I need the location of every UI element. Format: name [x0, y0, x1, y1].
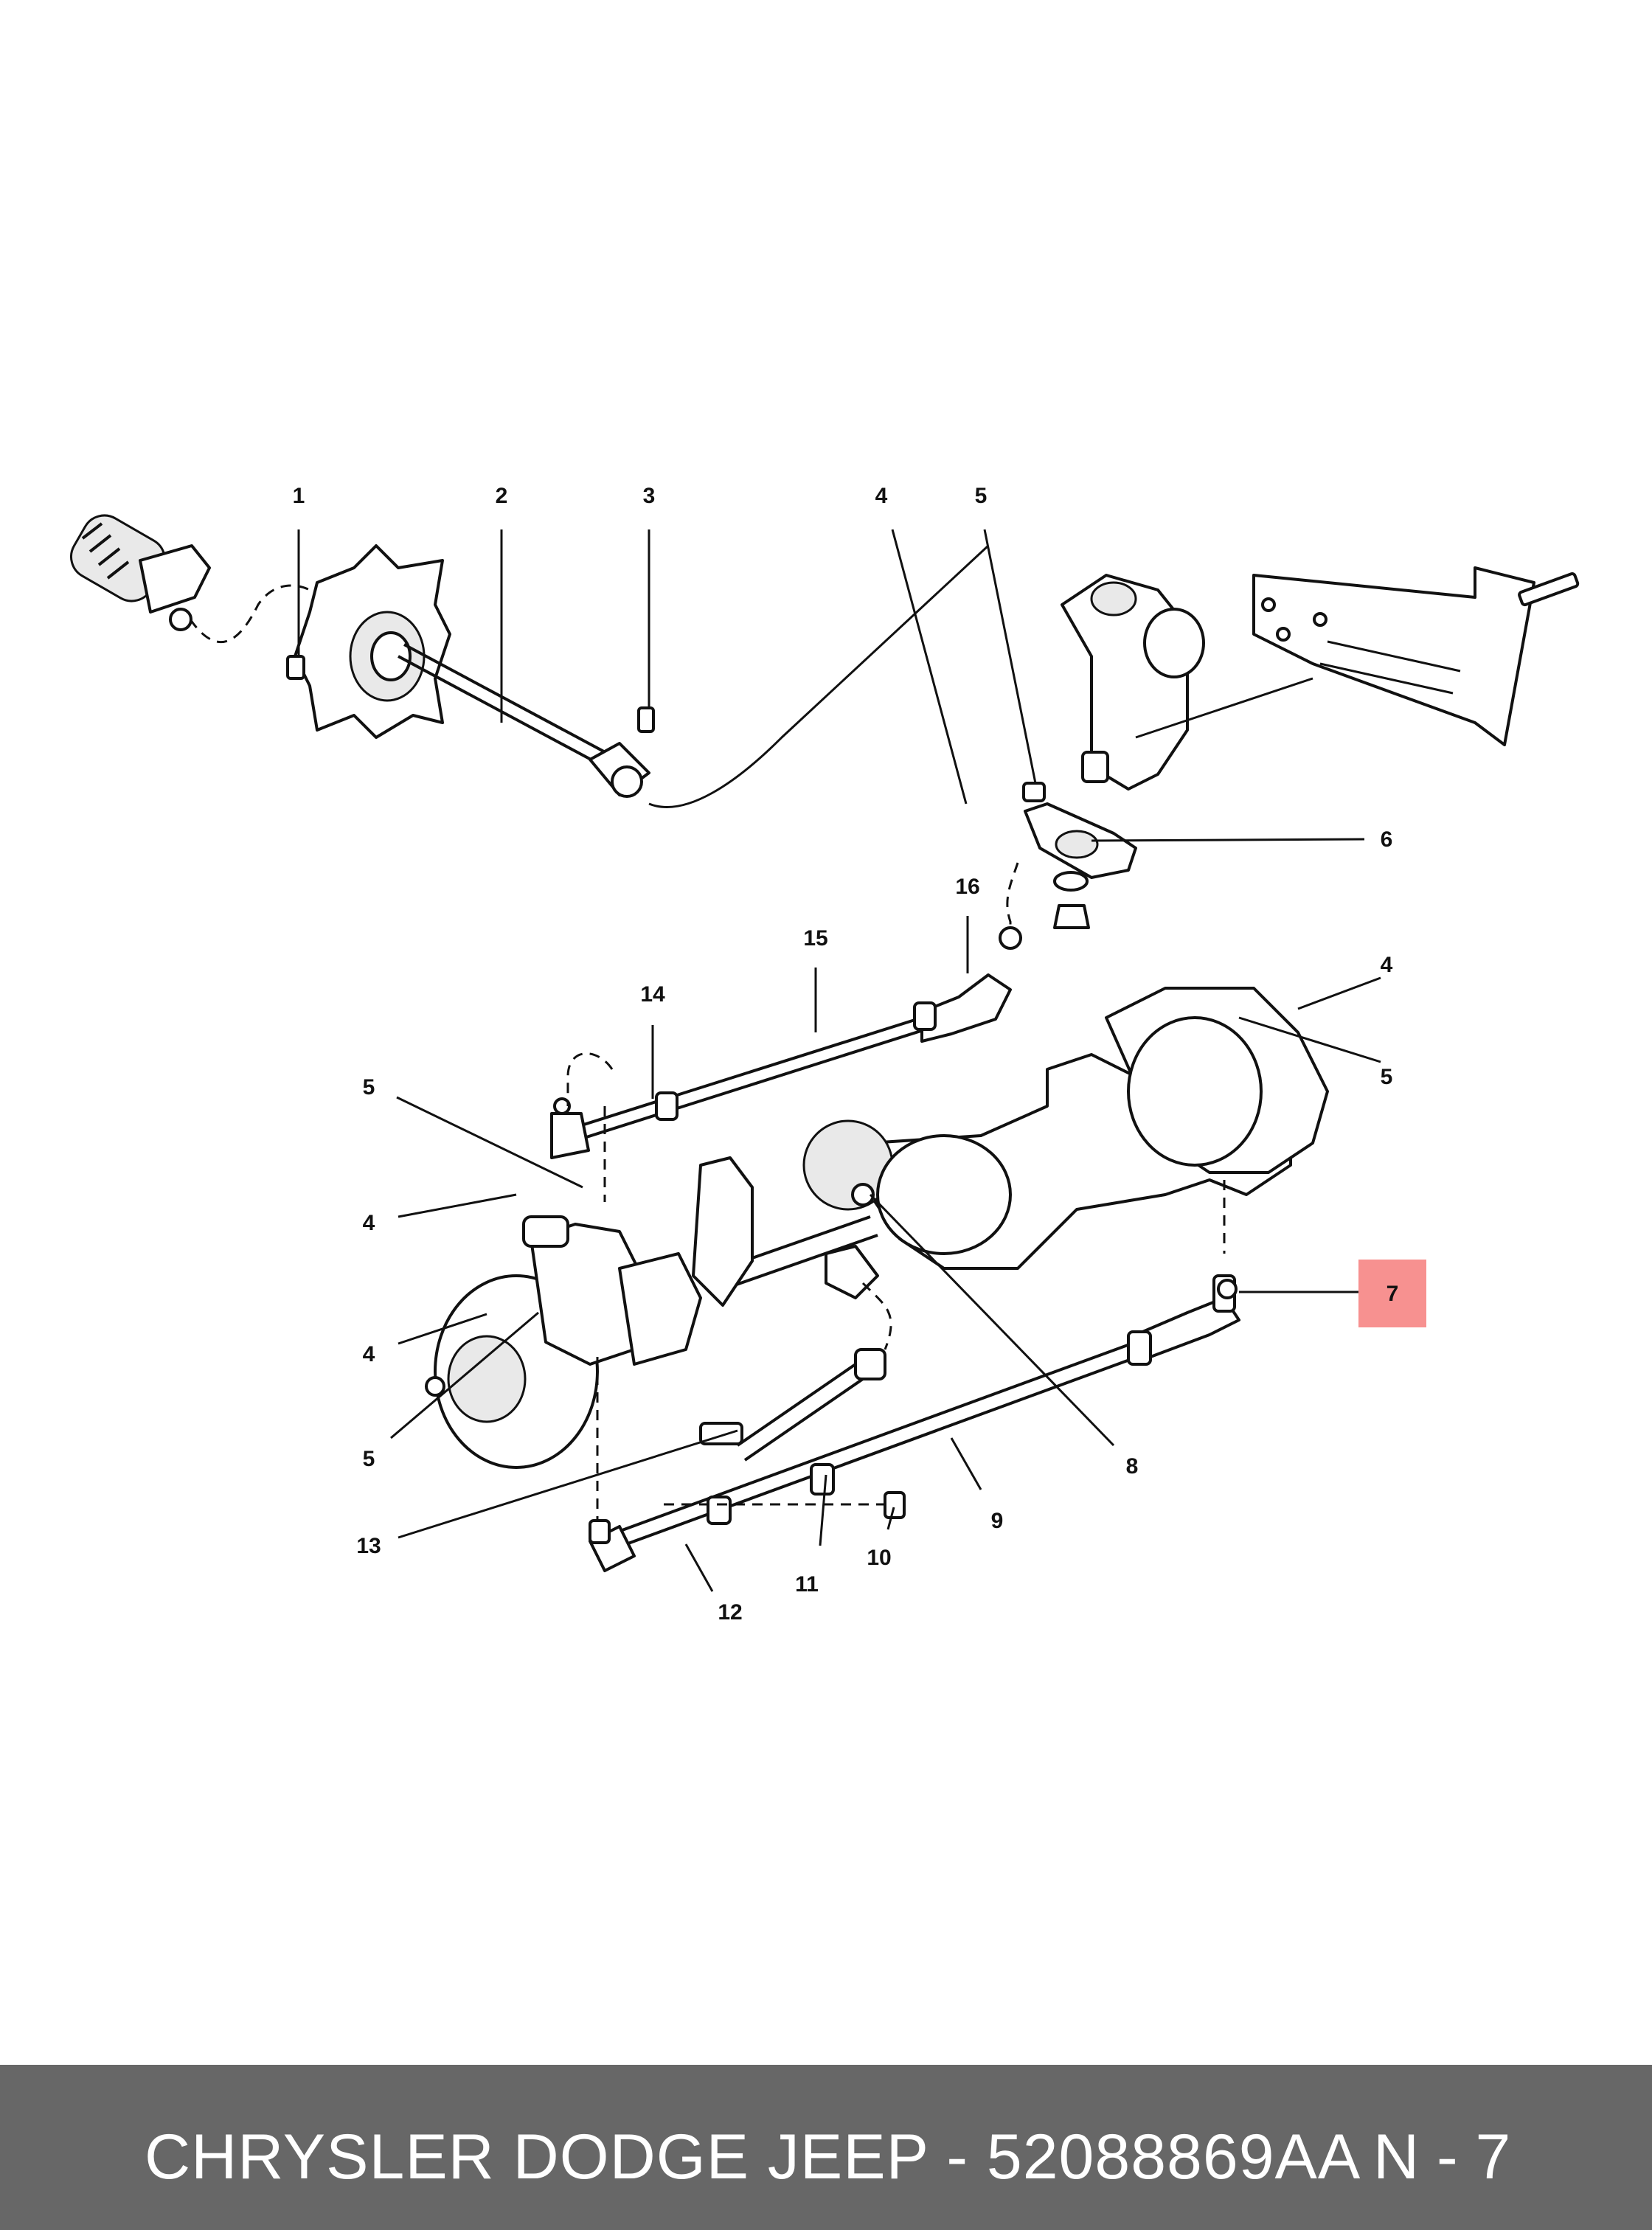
callout-2: 2 [496, 484, 508, 508]
callout-4-left-upper: 4 [363, 1211, 375, 1235]
column-mount-plate [294, 544, 451, 739]
bolt-1 [286, 655, 305, 680]
callout-13: 13 [356, 1534, 381, 1558]
callout-9: 9 [991, 1509, 1004, 1533]
highlight-label: 7 [1386, 1282, 1399, 1306]
steering-column-sensor [70, 514, 211, 631]
steering-linkage-diagram: 1 2 3 4 5 6 16 15 4 14 5 5 4 7 4 5 8 9 1… [70, 484, 1580, 1625]
callout-4-right: 4 [1381, 953, 1393, 977]
callout-15: 15 [803, 926, 827, 951]
frame-bracket [1252, 566, 1580, 746]
callout-5-left-upper: 5 [363, 1075, 375, 1100]
callout-5-left-lower: 5 [363, 1447, 375, 1471]
footer-callout-code: N - 7 [1373, 2122, 1511, 2192]
highlight-label-layer: 7 [1386, 1282, 1399, 1306]
callout-11: 11 [795, 1572, 819, 1597]
right-steering-knuckle [1127, 1016, 1263, 1167]
highlight-callout-box [1358, 1260, 1426, 1327]
bolt-3 [637, 706, 655, 733]
steering-damper [699, 1183, 886, 1462]
callout-4-left-lower: 4 [363, 1342, 375, 1366]
pitman-arm [1022, 782, 1137, 929]
left-hub-knuckle [425, 1215, 702, 1469]
callout-12: 12 [718, 1600, 742, 1625]
callout-14: 14 [640, 982, 665, 1007]
tie-rod-assembly [589, 1274, 1240, 1572]
callout-8: 8 [1126, 1454, 1139, 1479]
callout-10: 10 [867, 1546, 891, 1570]
callout-6: 6 [1381, 827, 1393, 852]
drag-link [550, 926, 1022, 1159]
callout-5: 5 [975, 484, 988, 508]
callout-1: 1 [293, 484, 305, 508]
callout-3: 3 [643, 484, 656, 508]
footer-bar: CHRYSLER DODGE JEEP - 52088869AA N - 7 [0, 2065, 1652, 2230]
callout-4: 4 [875, 484, 888, 508]
callout-labels: 1 2 3 4 5 6 16 15 4 14 5 5 4 7 4 5 8 9 1… [293, 484, 1393, 1625]
leader-lines [297, 529, 1381, 1592]
steering-gear [1061, 574, 1205, 791]
callout-16: 16 [955, 875, 979, 899]
footer-part-number: CHRYSLER DODGE JEEP - 52088869AA [145, 2122, 1361, 2192]
callout-5-right: 5 [1381, 1065, 1393, 1089]
